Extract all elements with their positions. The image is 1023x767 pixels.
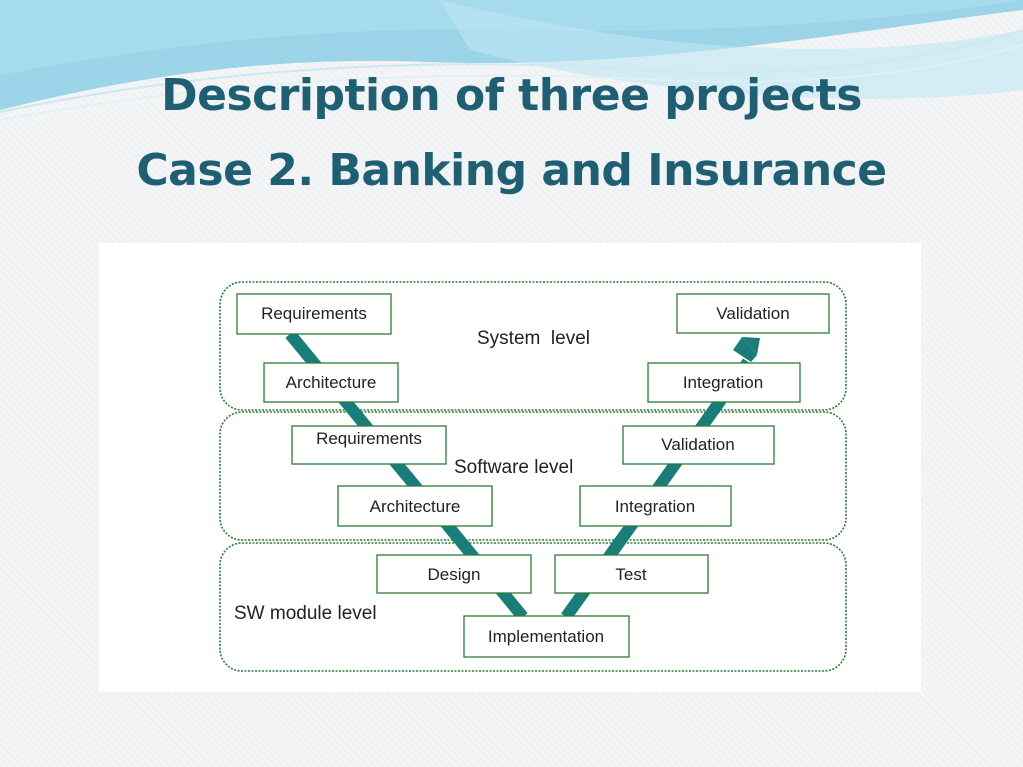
system-level-region xyxy=(219,281,847,411)
box-test xyxy=(554,554,709,594)
box-system-integration xyxy=(647,362,801,403)
label-system-level: System level xyxy=(477,328,590,349)
box-software-validation xyxy=(622,425,775,465)
label-module-level: SW module level xyxy=(234,603,377,624)
label-test: Test xyxy=(615,565,646,584)
label-system-integration: Integration xyxy=(683,373,763,392)
box-system-requirements xyxy=(236,293,392,335)
module-level-region xyxy=(219,542,847,672)
header-wave-decoration xyxy=(0,0,1023,121)
label-software-integration: Integration xyxy=(615,497,695,516)
software-level-region xyxy=(219,411,847,541)
label-software-architecture: Architecture xyxy=(370,497,461,516)
box-system-validation xyxy=(676,293,830,334)
box-software-requirements xyxy=(291,425,447,465)
label-software-level: Software level xyxy=(454,457,573,478)
label-software-requirements: Requirements xyxy=(316,429,422,448)
label-implementation: Implementation xyxy=(488,627,604,646)
label-design: Design xyxy=(428,565,481,584)
box-design xyxy=(376,554,532,594)
label-system-architecture: Architecture xyxy=(286,373,377,392)
label-software-validation: Validation xyxy=(661,435,734,454)
slide-title-line-2: Case 2. Banking and Insurance xyxy=(136,145,887,196)
label-system-validation: Validation xyxy=(716,304,789,323)
box-software-architecture xyxy=(337,485,493,527)
box-system-architecture xyxy=(263,362,399,403)
arrowhead-icon xyxy=(742,337,760,355)
box-implementation xyxy=(463,615,630,658)
box-software-integration xyxy=(579,485,732,527)
slide-title-line-1: Description of three projects xyxy=(161,70,862,121)
label-system-requirements: Requirements xyxy=(261,304,367,323)
